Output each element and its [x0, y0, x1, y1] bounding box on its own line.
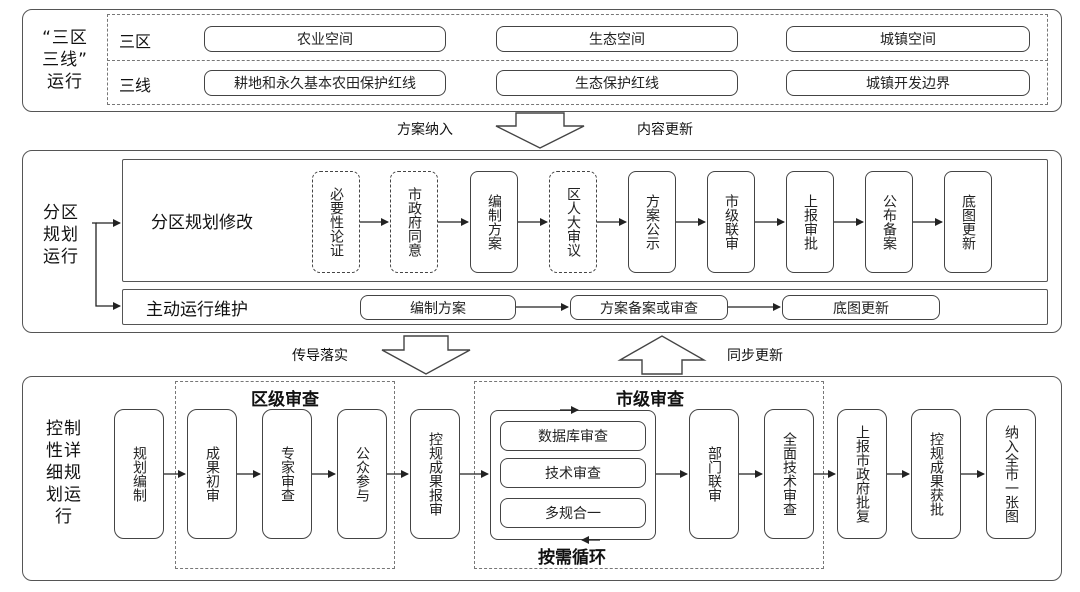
- line-item: 生态保护红线: [496, 70, 738, 96]
- step-expert-review: 专家审查: [262, 409, 312, 539]
- line-item: 城镇开发边界: [786, 70, 1030, 96]
- line-item: 耕地和永久基本农田保护红线: [204, 70, 446, 96]
- three-lines-row-label: 三线: [118, 76, 151, 95]
- big-up-arrow: [617, 335, 707, 375]
- maintain-step-record-or-review: 方案备案或审查: [570, 295, 728, 320]
- step-publish-record: 公布备案: [865, 171, 913, 273]
- loop-label: 按需循环: [538, 547, 606, 568]
- step-submit-approval: 上报审批: [786, 171, 834, 273]
- district-review-dashed-area: [175, 381, 395, 569]
- three-zones-dashed-area: [107, 14, 1048, 105]
- district-plan-maintain-frame: [122, 289, 1048, 325]
- step-necessity-review: 必要性论证: [312, 171, 360, 273]
- step-into-city-map: 纳入全市一张图: [986, 409, 1036, 539]
- step-full-technical-review: 全面技术审查: [764, 409, 814, 539]
- district-plan-modify-label: 分区规划修改: [151, 212, 253, 233]
- step-submit-results: 控规成果报审: [410, 409, 460, 539]
- maintain-step-basemap-update: 底图更新: [782, 295, 940, 320]
- big-down-arrow: [381, 335, 471, 375]
- city-review-title: 市级审查: [616, 389, 684, 410]
- step-initial-review: 成果初审: [187, 409, 237, 539]
- district-plan-modify-frame: [122, 159, 1048, 282]
- step-city-joint-review: 市级联审: [707, 171, 755, 273]
- step-basemap-update: 底图更新: [944, 171, 992, 273]
- arrow1-right-text: 内容更新: [637, 122, 693, 138]
- step-compile-plan: 编制方案: [470, 171, 518, 273]
- step-department-joint-review: 部门联审: [689, 409, 739, 539]
- district-review-title: 区级审查: [251, 389, 319, 410]
- zone-item: 城镇空间: [786, 26, 1030, 52]
- step-district-congress-review: 区人大审议: [549, 171, 597, 273]
- check-multi-plan-integration: 多规合一: [500, 498, 646, 528]
- big-down-arrow: [495, 112, 585, 149]
- zone-item: 生态空间: [496, 26, 738, 52]
- district-plan-side-label: 分区 规划 运行: [43, 203, 79, 267]
- arrow1-left-text: 方案纳入: [397, 122, 453, 138]
- step-results-approved: 控规成果获批: [911, 409, 961, 539]
- step-plan-compile: 规划编制: [114, 409, 164, 539]
- step-city-gov-approval: 市政府同意: [390, 171, 438, 273]
- check-database-review: 数据库审查: [500, 421, 646, 451]
- step-plan-publicity: 方案公示: [628, 171, 676, 273]
- detailed-plan-side-label: 控制 性详 细规 划运 行: [46, 419, 82, 527]
- arrow2-left-text: 传导落实: [292, 348, 348, 364]
- three-zones-row-divider: [107, 60, 1048, 61]
- three-zones-row-label: 三区: [118, 32, 151, 51]
- city-review-dashed-area: [474, 381, 824, 569]
- step-city-gov-approval: 上报市政府批复: [837, 409, 887, 539]
- step-public-participation: 公众参与: [337, 409, 387, 539]
- check-technical-review: 技术审查: [500, 458, 646, 488]
- arrow2-right-text: 同步更新: [727, 348, 783, 364]
- zone-item: 农业空间: [204, 26, 446, 52]
- three-zones-side-label: “三区 三线” 运行: [42, 28, 88, 92]
- district-plan-maintain-label: 主动运行维护: [146, 299, 248, 320]
- maintain-step-compile-plan: 编制方案: [360, 295, 516, 320]
